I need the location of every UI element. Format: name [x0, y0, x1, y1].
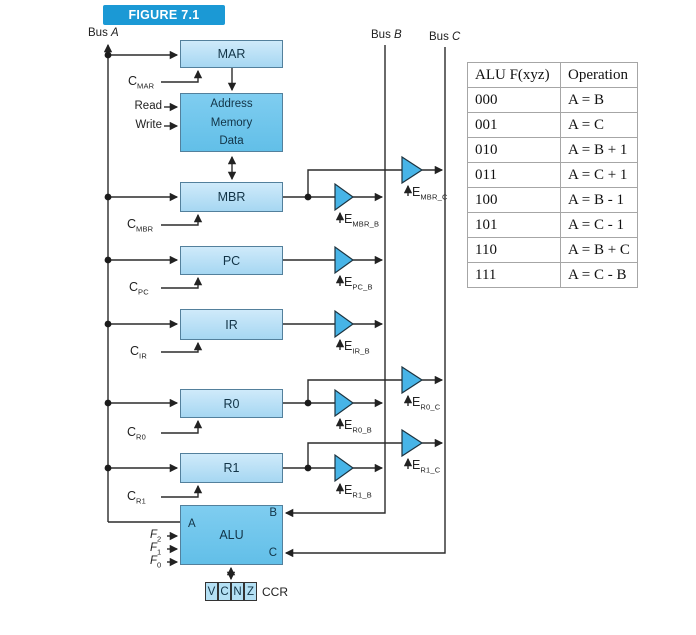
memory-data-label: Data: [219, 135, 244, 147]
register-mbr: MBR: [180, 182, 283, 212]
ccr-flag-n: N: [231, 582, 244, 601]
buffer-mbr-b-icon: [334, 182, 355, 212]
bus-b-label: Bus B: [371, 29, 402, 41]
read-label: Read: [134, 100, 163, 112]
alu-function-table: ALU F(xyz) Operation 000 A = B 001 A = C…: [467, 62, 638, 288]
buffer-r0-b-icon: [334, 388, 355, 418]
control-cmbr: CMBR: [127, 217, 154, 234]
enable-er1-c: ER1_C: [412, 458, 441, 475]
alu-port-a: A: [188, 518, 196, 530]
buffer-ir-b-icon: [334, 309, 355, 339]
control-cpc: CPC: [129, 280, 149, 297]
alu-f1-label: F1: [150, 542, 162, 557]
ccr-flag-c: C: [218, 582, 231, 601]
alu-port-b: B: [269, 507, 277, 519]
table-header-code: ALU F(xyz): [467, 62, 561, 88]
register-ir: IR: [180, 309, 283, 340]
ccr-label: CCR: [262, 585, 288, 599]
memory-block: Address Memory Data: [180, 93, 283, 152]
control-cmar: CMAR: [128, 74, 155, 91]
bus-c-line: [284, 47, 446, 558]
enable-er1-b: ER1_B: [344, 483, 372, 500]
buffer-mbr-c-icon: [401, 155, 424, 185]
buffer-r1-c-icon: [401, 428, 424, 458]
figure-label: FIGURE 7.1: [128, 8, 200, 22]
table-row: 111 A = C - B: [467, 262, 638, 288]
table-row: 000 A = B: [467, 87, 638, 113]
enable-er0-c: ER0_C: [412, 395, 441, 412]
table-row: 110 A = B + C: [467, 237, 638, 263]
buffer-pc-b-icon: [334, 245, 355, 275]
enable-er0-b: ER0_B: [344, 418, 372, 435]
register-pc: PC: [180, 246, 283, 275]
alu-f2-label: F2: [150, 529, 162, 544]
bus-a-label: Bus A: [88, 27, 119, 39]
ccr-flag-z: Z: [244, 582, 257, 601]
figure-banner: FIGURE 7.1: [103, 5, 225, 25]
buffer-r0-c-icon: [401, 365, 424, 395]
enable-epc-b: EPC_B: [344, 275, 373, 292]
enable-embr-c: EMBR_C: [412, 185, 448, 202]
alu-block: ALU A B C: [180, 505, 283, 565]
control-cir: CIR: [130, 344, 147, 361]
alu-f0-label: F0: [150, 555, 162, 570]
table-row: 011 A = C + 1: [467, 162, 638, 188]
alu-label: ALU: [219, 528, 244, 542]
table-row: 100 A = B - 1: [467, 187, 638, 213]
ccr-flag-v: V: [205, 582, 218, 601]
write-label: Write: [135, 119, 162, 131]
table-row: 001 A = C: [467, 112, 638, 138]
register-r1: R1: [180, 453, 283, 483]
alu-port-c: C: [268, 547, 277, 559]
control-cr0: CR0: [127, 425, 147, 442]
memory-address-label: Address: [210, 98, 253, 110]
table-header-operation: Operation: [560, 62, 638, 88]
register-r0: R0: [180, 389, 283, 418]
enable-eir-b: EIR_B: [344, 339, 370, 356]
junction-dots: [104, 51, 312, 472]
bus-c-label: Bus C: [429, 31, 461, 43]
register-mar: MAR: [180, 40, 283, 68]
table-row: 010 A = B + 1: [467, 137, 638, 163]
control-cr1: CR1: [127, 489, 147, 506]
enable-embr-b: EMBR_B: [344, 212, 380, 229]
memory-label: Memory: [210, 116, 253, 129]
buffer-r1-b-icon: [334, 453, 355, 483]
bus-b-line: [284, 45, 386, 518]
table-row: 101 A = C - 1: [467, 212, 638, 238]
